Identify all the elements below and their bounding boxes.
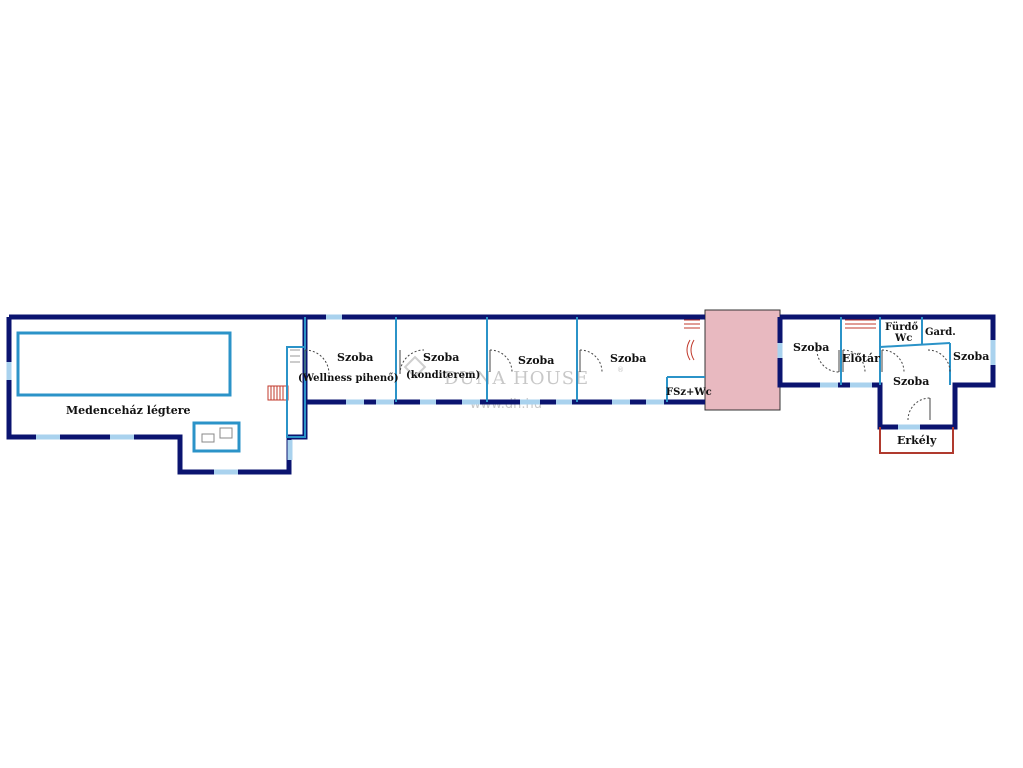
windows xyxy=(6,314,996,475)
watermark-registered-mark: ® xyxy=(617,366,624,374)
stair-steps-icon xyxy=(290,349,300,363)
pool-outline xyxy=(16,331,232,397)
room-labels: Medenceház légtere Szoba (Wellness pihen… xyxy=(66,322,989,447)
label-room-2-sub: (konditerem) xyxy=(406,370,480,381)
label-room-wellness-sub: (Wellness pihenő) xyxy=(298,373,399,384)
door-swings-east xyxy=(816,349,951,421)
label-balcony: Erkély xyxy=(897,434,937,447)
watermark-brand: DUNA HOUSE xyxy=(444,368,589,389)
balcony-railing xyxy=(879,427,954,454)
door-leaves-east xyxy=(838,350,931,420)
utility-box xyxy=(192,421,241,453)
stair-void xyxy=(704,309,781,411)
interior-partitions-east xyxy=(840,317,951,385)
label-room-east-3: Szoba xyxy=(893,375,929,388)
stairs-central-icon xyxy=(684,319,700,361)
utility-fixture-icon xyxy=(201,433,215,443)
stairs-west-icon xyxy=(267,385,289,401)
label-room-4: Szoba xyxy=(610,352,646,365)
label-wardrobe: Gard. xyxy=(925,327,956,338)
label-pool-house: Medenceház légtere xyxy=(66,404,191,417)
watermark-logo-icon xyxy=(403,355,427,379)
label-room-east-1: Szoba xyxy=(793,341,829,354)
door-leaves-west xyxy=(304,350,581,374)
label-room-3: Szoba xyxy=(518,354,554,367)
exterior-walls-east xyxy=(777,314,996,430)
label-bathroom: Fürdő xyxy=(885,322,918,333)
label-shower-wc: FSz+Wc xyxy=(666,387,712,398)
label-bathroom-wc: Wc xyxy=(894,333,912,344)
stairs-east-icon xyxy=(845,319,876,329)
interior-partitions-west xyxy=(304,317,705,402)
label-room-east-2: Szoba xyxy=(953,350,989,363)
utility-fixture-icon xyxy=(219,427,233,439)
door-swings-west xyxy=(304,349,603,375)
label-room-wellness: Szoba xyxy=(337,351,373,364)
stairwell-wall xyxy=(286,346,306,438)
label-hallway: Előtár xyxy=(842,352,880,365)
label-room-2: Szoba xyxy=(423,351,459,364)
